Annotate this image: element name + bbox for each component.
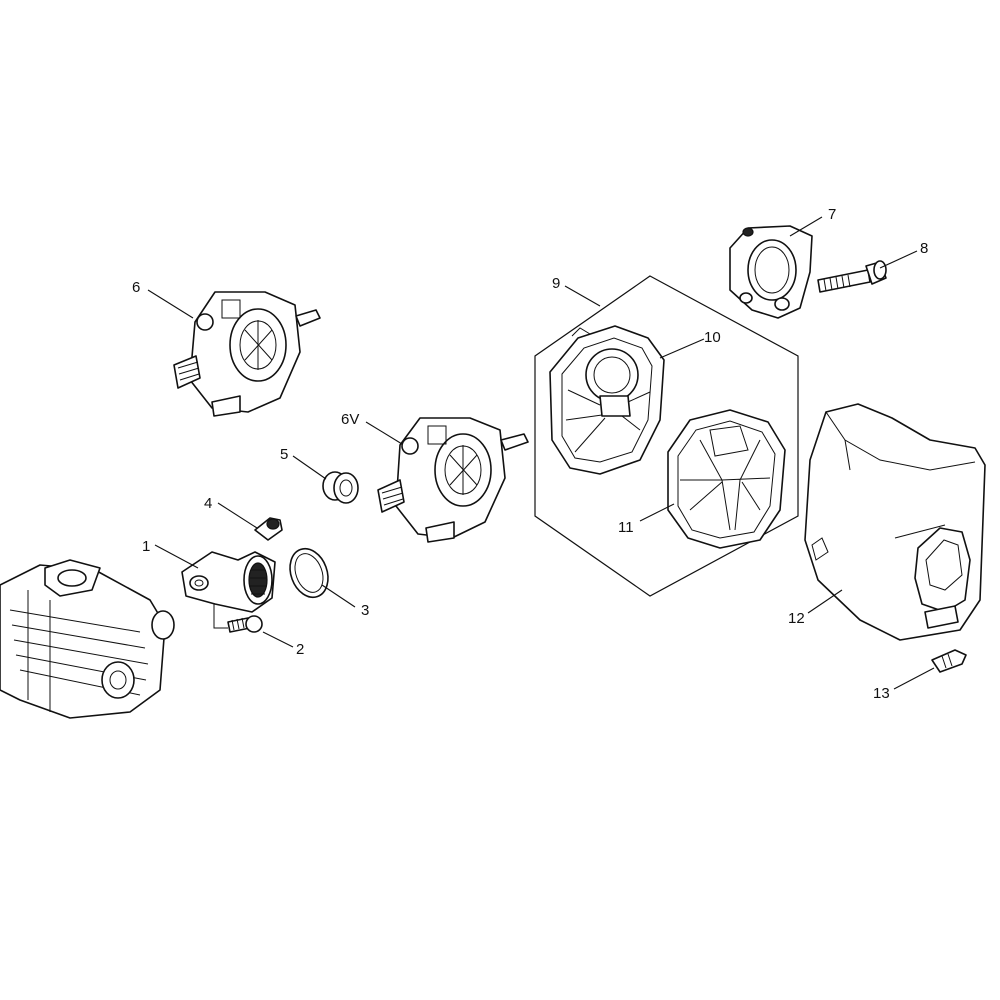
callout-3: 3 bbox=[361, 602, 369, 619]
bolt-illustration bbox=[817, 260, 887, 293]
carburetor-illustration bbox=[173, 291, 321, 417]
top-cover-illustration bbox=[804, 403, 986, 641]
screw-illustration bbox=[213, 604, 263, 633]
filter-housing-illustration bbox=[549, 325, 665, 475]
callout-1: 1 bbox=[142, 538, 150, 555]
ring-illustration bbox=[289, 547, 329, 599]
callout-6: 6 bbox=[132, 279, 140, 296]
flange-illustration bbox=[729, 225, 813, 319]
leader-lines bbox=[147, 216, 935, 690]
callout-6v: 6V bbox=[341, 411, 359, 428]
grommet-illustration bbox=[322, 471, 359, 504]
filter-element-illustration bbox=[667, 409, 786, 549]
elbow-fitting-illustration bbox=[254, 517, 283, 541]
callout-12: 12 bbox=[788, 610, 805, 627]
carburetor-variant-illustration bbox=[377, 417, 529, 543]
callout-9: 9 bbox=[552, 275, 560, 292]
callout-4: 4 bbox=[204, 495, 212, 512]
cylinder-illustration bbox=[0, 559, 175, 719]
callout-5: 5 bbox=[280, 446, 288, 463]
callout-labels: 1 2 3 4 5 6 6V 7 8 9 10 11 12 13 bbox=[132, 206, 928, 702]
callout-8: 8 bbox=[920, 240, 928, 257]
kit-hexagon-outline bbox=[534, 275, 799, 597]
callout-2: 2 bbox=[296, 641, 304, 658]
callout-10: 10 bbox=[704, 329, 721, 346]
callout-13: 13 bbox=[873, 685, 890, 702]
latch-illustration bbox=[931, 649, 967, 673]
callout-11: 11 bbox=[618, 519, 634, 536]
callout-7: 7 bbox=[828, 206, 836, 223]
intake-manifold-illustration bbox=[181, 551, 276, 613]
